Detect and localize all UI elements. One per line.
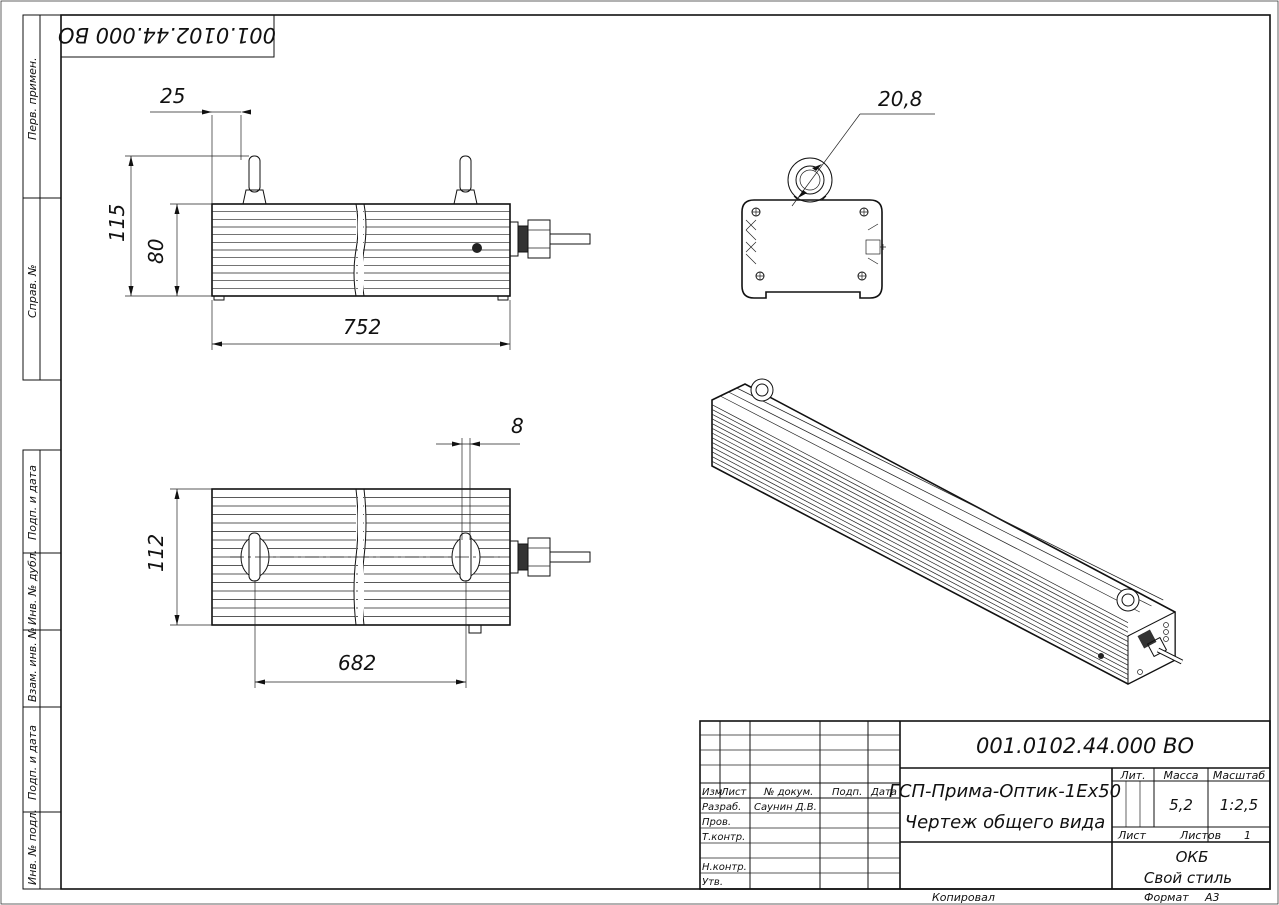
- tb-mass-value: 5,2: [1169, 796, 1193, 814]
- tb-name-line1: ГСП-Прима-Оптик-1Ex50: [889, 781, 1121, 802]
- side-label-inv-podl: Инв. № подл.: [26, 809, 39, 885]
- tb-hdr-data: Дата: [870, 787, 897, 798]
- tb-row-nkontr: Н.контр.: [702, 862, 747, 873]
- tb-format-value: А3: [1204, 891, 1220, 904]
- side-label-perv: Перв. примен.: [26, 57, 39, 140]
- tb-scale-value: 1:2,5: [1220, 796, 1258, 814]
- side-label-podp1: Подп. и дата: [26, 465, 39, 540]
- tb-sheets-value: 1: [1244, 829, 1251, 842]
- tb-hdr-izm: Изм: [702, 787, 723, 798]
- title-block: Изм Лист № докум. Подп. Дата Разраб. Сау…: [699, 720, 1271, 904]
- tb-mass-label: Масса: [1163, 769, 1198, 782]
- tb-row-tkontr: Т.контр.: [702, 832, 745, 843]
- tb-format-label: Формат: [1144, 891, 1189, 904]
- top-dimensions: 8 112 682: [144, 414, 524, 688]
- side-label-vzam: Взам. инв. №: [26, 627, 39, 702]
- dim-length: 752: [343, 315, 381, 339]
- front-dimensions: 25 115 80 752: [105, 84, 511, 350]
- stamp-code-box: 001.0102.44.000 ВО: [58, 14, 276, 58]
- tb-org-line1: ОКБ: [1176, 848, 1209, 866]
- dim-bottom-offset: 8: [511, 414, 524, 438]
- isometric-view: [711, 378, 1184, 685]
- tb-sheet-label: Лист: [1117, 829, 1146, 842]
- tb-doc-code: 001.0102.44.000 ВО: [976, 734, 1194, 758]
- tb-razrab-name: Саунин Д.В.: [754, 802, 817, 813]
- tb-hdr-podp: Подп.: [832, 787, 862, 798]
- dim-eye-diameter: 20,8: [878, 87, 923, 111]
- side-label-inv-dubl: Инв. № дубл.: [26, 550, 39, 625]
- top-view: [211, 488, 591, 634]
- front-view: [211, 155, 591, 301]
- tb-hdr-docum: № докум.: [763, 787, 813, 798]
- end-view: 20,8: [741, 87, 935, 299]
- tb-sheets-label: Листов: [1179, 829, 1221, 842]
- tb-hdr-list: Лист: [720, 787, 748, 798]
- side-label-podp2: Подп. и дата: [26, 725, 39, 800]
- tb-name-line2: Чертеж общего вида: [905, 812, 1105, 833]
- tb-lit-label: Лит.: [1119, 769, 1145, 782]
- tb-row-utv: Утв.: [702, 877, 723, 888]
- dim-mount-spacing: 682: [338, 651, 376, 675]
- tb-scale-label: Масштаб: [1213, 769, 1265, 782]
- tb-row-prov: Пров.: [702, 817, 731, 828]
- side-column: Перв. примен. Справ. № Подп. и дата Инв.…: [22, 14, 62, 890]
- stamp-code: 001.0102.44.000 ВО: [58, 23, 276, 47]
- tb-org-line2: Свой стиль: [1144, 869, 1232, 887]
- dim-height-total: 115: [105, 204, 129, 242]
- tb-row-razrab: Разраб.: [702, 801, 741, 813]
- dim-height-body: 80: [144, 239, 168, 264]
- dim-top-spacing: 25: [160, 84, 185, 108]
- side-label-sprav: Справ. №: [26, 264, 39, 318]
- tb-copied: Копировал: [932, 891, 995, 904]
- dim-width: 112: [144, 534, 168, 572]
